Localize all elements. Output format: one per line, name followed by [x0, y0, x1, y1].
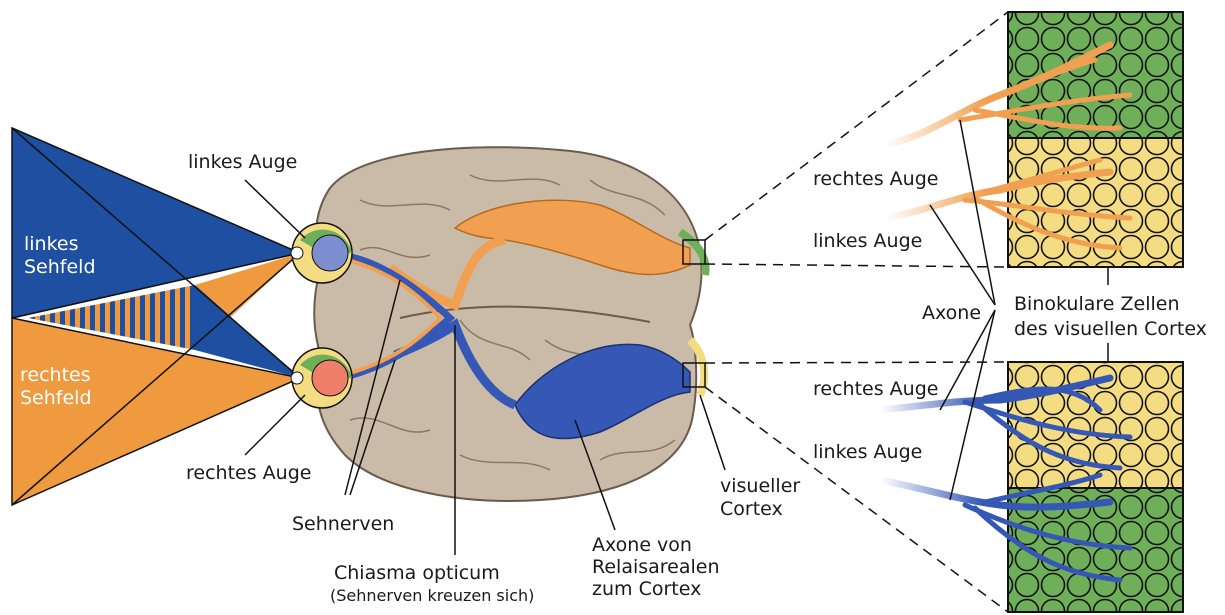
left-visual-field-label: linkes Sehfeld — [24, 233, 96, 279]
inset-top-left-eye-label: linkes Auge — [813, 230, 922, 252]
visual-cortex-line-1: visueller — [720, 475, 800, 498]
relay-axons-line-2: Relaisarealen — [592, 556, 720, 578]
brain — [314, 147, 705, 501]
relay-axons-line-3: zum Cortex — [592, 578, 720, 600]
relay-axons-label: Axone von Relaisarealen zum Cortex — [592, 534, 720, 600]
right-eye-label: rechtes Auge — [186, 462, 311, 484]
inset-top-right-eye-label: rechtes Auge — [813, 168, 938, 190]
binocular-cells-label: Binokulare Zellen des visuellen Cortex — [1014, 292, 1207, 342]
chiasma-label: Chiasma opticum — [334, 562, 500, 584]
chiasma-note: (Sehnerven kreuzen sich) — [330, 586, 534, 605]
axons-label: Axone — [922, 302, 981, 324]
left-field-line-1: linkes — [24, 233, 96, 256]
right-field-line-1: rechtes — [20, 364, 92, 387]
right-field-line-2: Sehfeld — [20, 387, 92, 410]
visual-field — [12, 128, 300, 505]
binocular-line-2: des visuellen Cortex — [1014, 317, 1207, 342]
inset-bottom-left-eye-label: linkes Auge — [813, 441, 922, 463]
left-field-line-2: Sehfeld — [24, 256, 96, 279]
optic-nerves-label: Sehnerven — [292, 513, 394, 535]
right-visual-field-label: rechtes Sehfeld — [20, 364, 92, 410]
relay-axons-line-1: Axone von — [592, 534, 720, 556]
left-eye — [291, 223, 352, 283]
visual-cortex-label: visueller Cortex — [720, 475, 800, 521]
inset-bottom-right-eye-label: rechtes Auge — [813, 378, 938, 400]
visual-cortex-line-2: Cortex — [720, 498, 800, 521]
binocular-line-1: Binokulare Zellen — [1014, 292, 1207, 317]
left-eye-label: linkes Auge — [188, 151, 297, 173]
